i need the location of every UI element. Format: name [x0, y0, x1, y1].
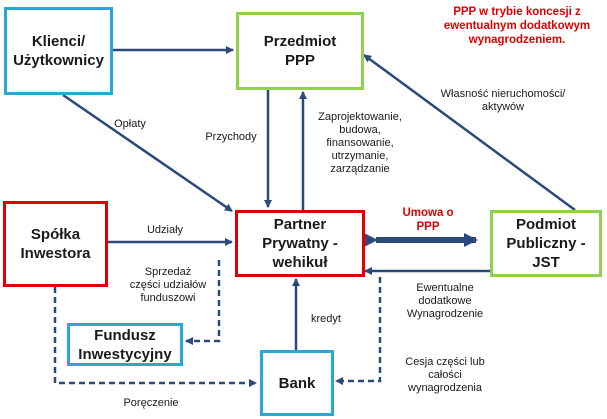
arrow-klienci-partner [62, 93, 233, 213]
arrow-spolka-bank [53, 287, 257, 387]
box-partner: Partner Prywatny - wehikuł [235, 210, 365, 277]
label-kredyt: kredyt [311, 313, 341, 325]
box-klienci: Klienci/ Użytkownicy [4, 7, 113, 95]
label-umowa: Umowa o PPP [402, 207, 454, 233]
label-ewentualne: Ewentualne dodatkowe Wynagrodzenie [406, 282, 484, 320]
box-podmiot: Podmiot Publiczny - JST [490, 210, 602, 277]
label-zaprojektowanie: Zaprojektowanie, budowa, finansowanie, u… [318, 111, 402, 175]
arrow-spolka-fundusz [185, 260, 221, 345]
arrow-podmiot-przedmiot [363, 53, 576, 212]
label-poreczenie: Poręczenie [123, 397, 179, 409]
label-cesja: Cesja części lub całości wynagrodzenia [405, 356, 485, 394]
ppp-note: PPP w trybie koncesji z ewentualnym doda… [443, 6, 591, 46]
box-spolka: Spółka Inwestora [3, 201, 108, 287]
label-oplaty: Opłaty [114, 118, 146, 130]
label-udzialy: Udziały [146, 224, 184, 236]
label-wlasnosc: Własność nieruchomości/ aktywów [440, 88, 566, 113]
label-przychody: Przychody [205, 131, 257, 143]
box-fundusz: Fundusz Inwestycyjny [67, 323, 183, 366]
box-bank: Bank [260, 350, 334, 416]
box-przedmiot: Przedmiot PPP [236, 12, 364, 90]
arrow-podmiot-bank [335, 277, 382, 385]
label-sprzedaz: Sprzedaż części udziałów funduszowi [129, 266, 207, 304]
